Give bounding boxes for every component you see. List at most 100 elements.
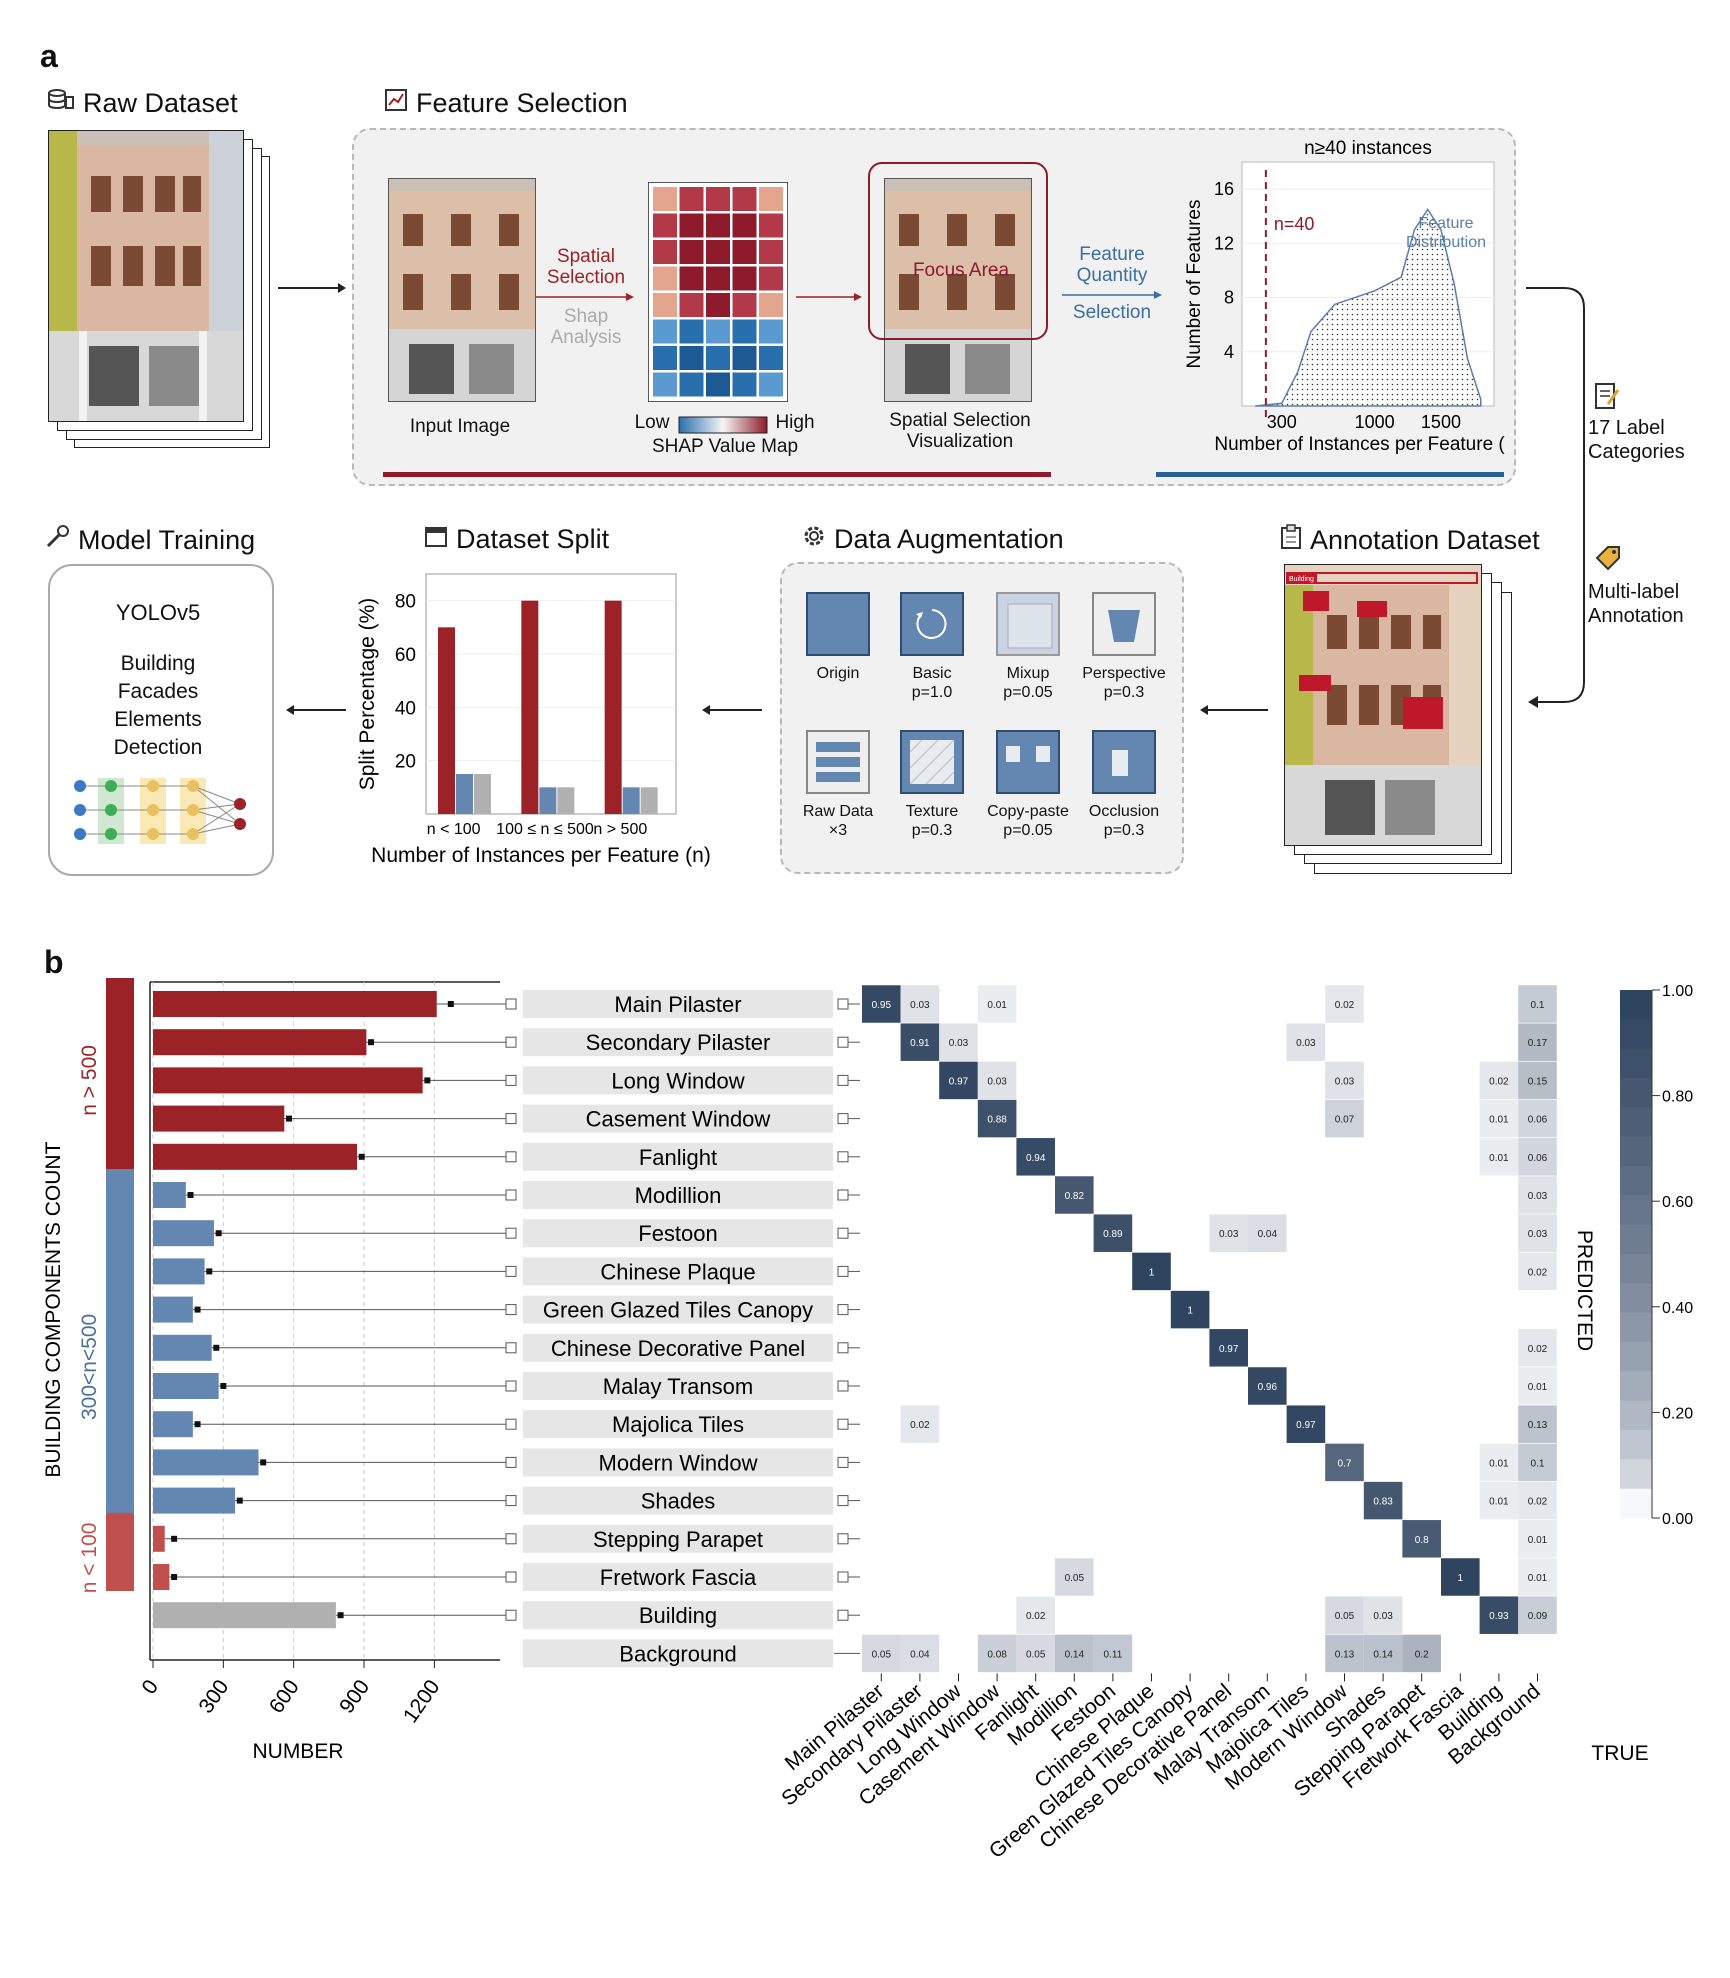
shap-cell: [706, 240, 730, 264]
svg-text:Building: Building: [1289, 576, 1314, 583]
shap-cell: [759, 213, 783, 238]
heatmap-cell: [1093, 1634, 1133, 1673]
heatmap-value: 0.02: [1026, 1611, 1046, 1622]
component-label: Stepping Parapet: [593, 1527, 763, 1552]
split-bar: [539, 787, 557, 814]
aug-perspective-icon: [1092, 592, 1156, 656]
heatmap-cell: [1518, 1099, 1557, 1138]
heatmap-cell: [1209, 1214, 1248, 1252]
component-label: Fanlight: [639, 1145, 717, 1170]
shap-cell: [759, 372, 783, 397]
split-bar: [640, 787, 658, 814]
tag-icon: [1594, 544, 1622, 577]
heatmap-cell: [1363, 1634, 1403, 1673]
bar-xtick: 300: [194, 1676, 233, 1718]
note-icon: [1594, 382, 1620, 415]
error-mark: [213, 1344, 220, 1351]
net-edge: [192, 803, 241, 835]
component-label-bg: [523, 1563, 833, 1591]
heatmap-value: 0.02: [1528, 1344, 1548, 1355]
heatmap-value: 0.94: [1026, 1153, 1046, 1164]
split-ytick: 20: [395, 752, 416, 773]
heatmap-value: 1: [1149, 1267, 1155, 1278]
heatmap-value: 0.03: [910, 1000, 930, 1011]
heatmap-value: 0.03: [949, 1038, 969, 1049]
bar-xtick: 600: [265, 1676, 304, 1718]
dist-curve: [1255, 208, 1482, 407]
shap-analysis-label: Shap Analysis: [550, 306, 622, 348]
heatmap-value: 0.13: [1528, 1420, 1548, 1431]
bar-xlabel: NUMBER: [252, 1740, 343, 1763]
heatmap-value: 0.89: [1103, 1229, 1123, 1240]
label-end-box: [837, 1495, 849, 1507]
label-end-box: [837, 1342, 849, 1354]
shap-cell: [653, 346, 677, 370]
heatmap-cell: [1518, 1596, 1557, 1634]
heatmap-cell: [1479, 1481, 1519, 1520]
component-label: Casement Window: [586, 1107, 771, 1132]
aug-origin-icon: [806, 592, 870, 656]
label-end-box: [837, 1265, 849, 1277]
label-end-box: [837, 998, 849, 1010]
heatmap-cell: [862, 1634, 901, 1673]
error-mark: [187, 1192, 194, 1198]
label-end-box: [837, 1036, 849, 1048]
shap-cell: [679, 266, 704, 291]
shap-cell: [732, 213, 757, 238]
dist-xtick: 1500: [1421, 412, 1461, 432]
heatmap-value: 0.04: [910, 1649, 930, 1660]
heatmap-cell: [1518, 985, 1557, 1023]
colorbar-step: [1620, 1283, 1652, 1314]
component-label: Chinese Plaque: [600, 1259, 755, 1284]
bar-end-box: [505, 1533, 517, 1545]
shap-cell: [706, 372, 730, 397]
component-label-bg: [523, 1639, 833, 1668]
component-label: Chinese Decorative Panel: [551, 1336, 805, 1361]
heatmap-cell: [977, 985, 1017, 1023]
heatmap-cell: [1093, 1214, 1133, 1252]
component-label-bg: [523, 1601, 833, 1630]
shap-cell: [679, 372, 704, 397]
colorbar-step: [1620, 1488, 1652, 1519]
feature-dist-label: Feature: [1418, 215, 1473, 232]
net-node: [74, 804, 86, 816]
dist-xtick: 1000: [1355, 412, 1395, 432]
shap-cell: [759, 266, 783, 291]
shap-cell: [653, 293, 677, 317]
arrow-aug-to-split: [702, 705, 762, 715]
component-label: Malay Transom: [603, 1374, 753, 1399]
heatmap-value: 0.02: [1528, 1497, 1548, 1508]
component-bar: [153, 1411, 193, 1438]
spatial-vis-image: [884, 178, 1032, 402]
component-label-bg: [523, 1219, 833, 1248]
component-label-bg: [523, 1257, 833, 1286]
predicted-label: PREDICTED: [1573, 1230, 1596, 1351]
heatmap-value: 0.02: [910, 1420, 930, 1431]
component-label-bg: [523, 1181, 833, 1209]
heatmap-cell: [1479, 1443, 1519, 1482]
spatial-selection-label: Spatial Selection: [546, 246, 626, 288]
heatmap-cell: [1518, 1061, 1557, 1100]
colorbar-label: 1.00: [1662, 983, 1693, 1000]
shap-cell: [732, 187, 757, 211]
heatmap-cell: [977, 1099, 1017, 1138]
component-bar: [153, 1487, 236, 1514]
heatmap-cell: [900, 1405, 940, 1443]
error-mark: [358, 1153, 365, 1160]
aug-texture-icon: [900, 730, 964, 794]
net-edge: [192, 803, 241, 811]
error-mark: [171, 1574, 178, 1580]
true-label: TRUE: [1591, 1742, 1648, 1765]
heatmap-cell: [1286, 1023, 1326, 1061]
model-training-box: [48, 564, 274, 876]
annotation-stack: Building: [1284, 564, 1516, 874]
bar-end-box: [505, 1571, 517, 1583]
error-mark: [368, 1039, 375, 1046]
component-label: Majolica Tiles: [612, 1412, 744, 1437]
component-label: Festoon: [638, 1221, 718, 1246]
bar-end-box: [505, 1456, 517, 1468]
component-bar: [153, 991, 437, 1017]
net-node: [187, 804, 199, 816]
